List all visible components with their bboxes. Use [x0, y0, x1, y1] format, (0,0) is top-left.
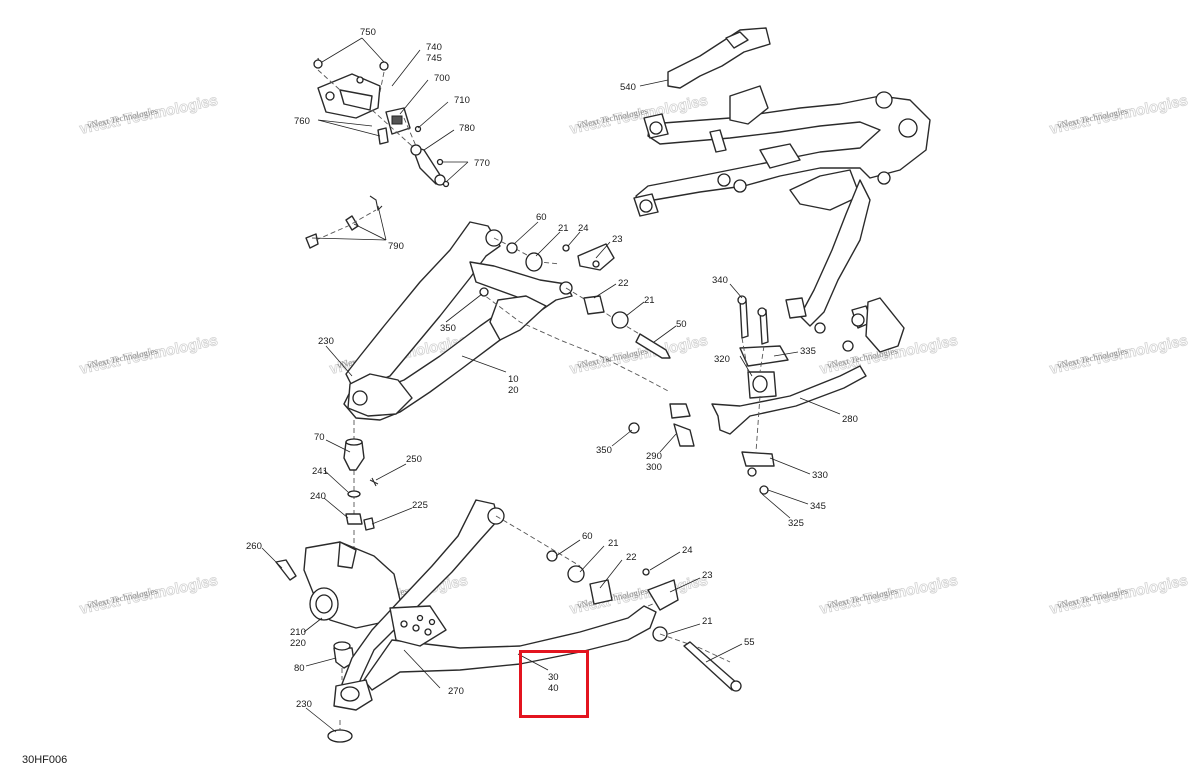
callout: 345: [810, 501, 826, 512]
callout-numbers: 750 740 745 700 710 760 780 770 790 540 …: [246, 27, 858, 710]
callout: 10: [508, 374, 519, 385]
leader-lines: [261, 37, 841, 733]
callout: 745: [426, 53, 442, 64]
callout: 330: [812, 470, 828, 481]
callout: 325: [788, 518, 804, 529]
callout: 335: [800, 346, 816, 357]
callout: 770: [474, 158, 490, 169]
callout: 340: [712, 275, 728, 286]
callout: 40: [548, 683, 559, 694]
callout: 24: [578, 223, 589, 234]
callout: 290: [646, 451, 662, 462]
highlight-box: [519, 650, 589, 718]
callout: 280: [842, 414, 858, 425]
callout: 350: [596, 445, 612, 456]
callout: 80: [294, 663, 305, 674]
callout: 270: [448, 686, 464, 697]
callout: 30: [548, 672, 559, 683]
callout: 750: [360, 27, 376, 38]
callout: 20: [508, 385, 519, 396]
callout: 540: [620, 82, 636, 93]
callout: 50: [676, 319, 687, 330]
callout: 225: [412, 500, 428, 511]
callout: 700: [434, 73, 450, 84]
callout: 240: [310, 491, 326, 502]
callout: 740: [426, 42, 442, 53]
diagram-code: 30HF006: [22, 754, 68, 766]
callout: 210: [290, 627, 306, 638]
callout: 60: [582, 531, 593, 542]
upper-a-arm: [343, 221, 671, 421]
callout: 350: [440, 323, 456, 334]
sensor-bracket-assembly: [313, 57, 450, 188]
callout: 23: [702, 570, 713, 581]
callout: 22: [618, 278, 629, 289]
callout: 780: [459, 123, 475, 134]
stabilizer-bar-assembly: [628, 295, 905, 495]
callout: 21: [644, 295, 655, 306]
callout: 22: [626, 552, 637, 563]
clip-parts: [305, 195, 383, 249]
callout: 710: [454, 95, 470, 106]
callout: 260: [246, 541, 262, 552]
callout: 250: [406, 454, 422, 465]
callout: 230: [318, 336, 334, 347]
callout: 23: [612, 234, 623, 245]
callout: 230: [296, 699, 312, 710]
callout: 55: [744, 637, 755, 648]
callout: 21: [608, 538, 619, 549]
callout: 21: [558, 223, 569, 234]
callout: 241: [312, 466, 328, 477]
callout: 760: [294, 116, 310, 127]
frame-assembly: [633, 27, 931, 334]
lower-arm-hardware: [546, 550, 742, 692]
callout: 220: [290, 638, 306, 649]
upper-arm-hardware: [479, 242, 671, 359]
callout: 60: [536, 212, 547, 223]
callout: 320: [714, 354, 730, 365]
callout: 21: [702, 616, 713, 627]
knuckle-assembly: [275, 420, 401, 743]
callout: 70: [314, 432, 325, 443]
callout: 790: [388, 241, 404, 252]
callout: 24: [682, 545, 693, 556]
callout: 300: [646, 462, 662, 473]
